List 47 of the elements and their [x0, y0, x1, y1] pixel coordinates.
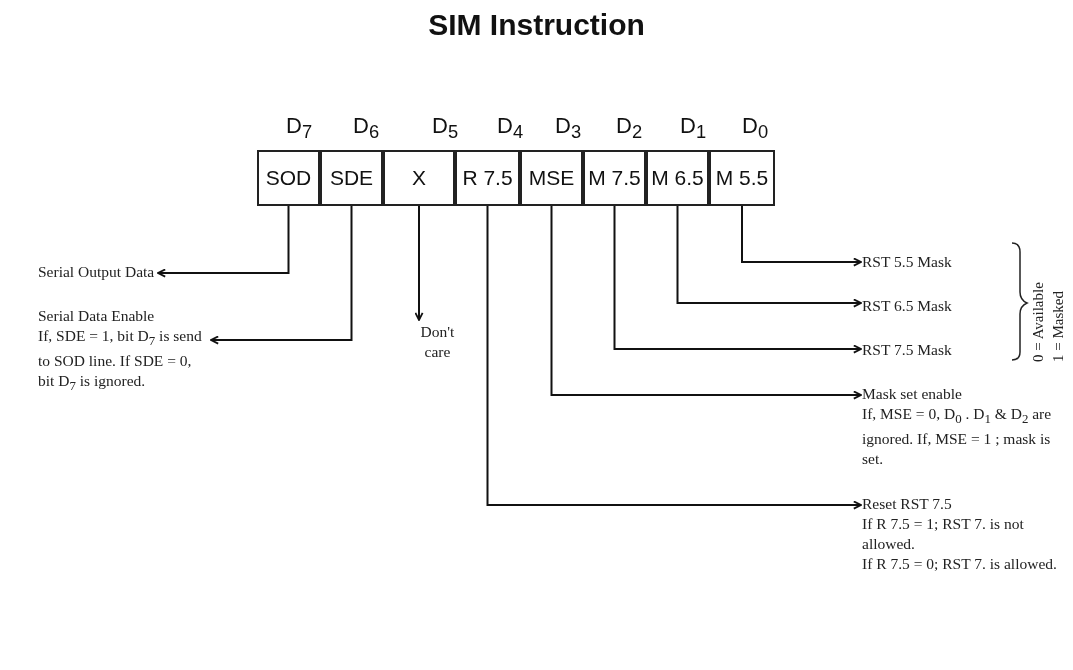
bit-name: SOD	[265, 166, 312, 190]
description-text: If R 7.5 = 1; RST 7. is not allowed.	[862, 514, 1025, 554]
description-heading: Mask set enable	[862, 384, 962, 404]
description-heading: RST 6.5 Mask	[862, 296, 952, 316]
connector-arrow	[613, 205, 862, 354]
legend-note: 1 = Masked	[1050, 291, 1067, 362]
register-bit-cell	[709, 150, 775, 206]
description-heading: Don't care	[419, 322, 456, 362]
register-bit-cell	[646, 150, 709, 206]
connector-arrow	[414, 205, 424, 321]
description-text: If R 7.5 = 0; RST 7. is allowed.	[862, 554, 1057, 574]
bit-position-label: D$_{4}$	[497, 113, 524, 144]
connector-arrow	[550, 205, 862, 400]
bit-position-label: D$_{6}$	[353, 113, 380, 144]
bit-position-label: D$_{0}$	[742, 113, 769, 144]
connector-arrow	[741, 205, 862, 267]
description-heading: RST 5.5 Mask	[862, 252, 952, 272]
register-bit-cell	[257, 150, 320, 206]
legend-note: 0 = Available	[1030, 282, 1047, 362]
connector-arrow	[210, 205, 353, 345]
connector-arrow	[676, 205, 862, 308]
description-heading: Serial Data Enable	[38, 306, 155, 326]
bit-position-label: D$_{7}$	[286, 113, 313, 144]
register-bit-cell	[320, 150, 383, 206]
bit-position-label: D$_{2}$	[616, 113, 643, 144]
description-heading: Serial Output Data	[38, 262, 155, 282]
bit-position-label: D$_{5}$	[432, 113, 459, 144]
bit-position-label: D$_{1}$	[680, 113, 707, 144]
description-heading: RST 7.5 Mask	[862, 340, 952, 360]
bit-name: R 7.5	[462, 166, 513, 190]
register-bit-cell	[583, 150, 646, 206]
connector-arrow	[486, 205, 862, 510]
connector-arrow	[157, 205, 290, 278]
description-text: If, MSE = 0, D$_{0}$ . D$_{1}$ & D$_{2}$ are ignored. If, MSE = 1 ; mask is set.	[862, 404, 1053, 470]
description-text: If, SDE = 1, bit D$_{7}$ is send to SOD line. If SDE = 0, bit D$_{7}$ is ignored.	[38, 326, 203, 396]
bit-position-label: D$_{3}$	[555, 113, 582, 144]
bit-name: MSE	[528, 166, 575, 190]
register-bit-cell	[455, 150, 520, 206]
description-heading: Reset RST 7.5	[862, 494, 952, 514]
bit-name: M 5.5	[715, 166, 769, 190]
register-bit-cell	[383, 150, 455, 206]
diagram-title: SIM Instruction	[427, 8, 646, 42]
bit-name: M 7.5	[588, 166, 641, 190]
bit-name: M 6.5	[651, 166, 704, 190]
bit-name: X	[412, 166, 426, 190]
register-bit-cell	[520, 150, 583, 206]
bit-name: SDE	[329, 166, 374, 190]
